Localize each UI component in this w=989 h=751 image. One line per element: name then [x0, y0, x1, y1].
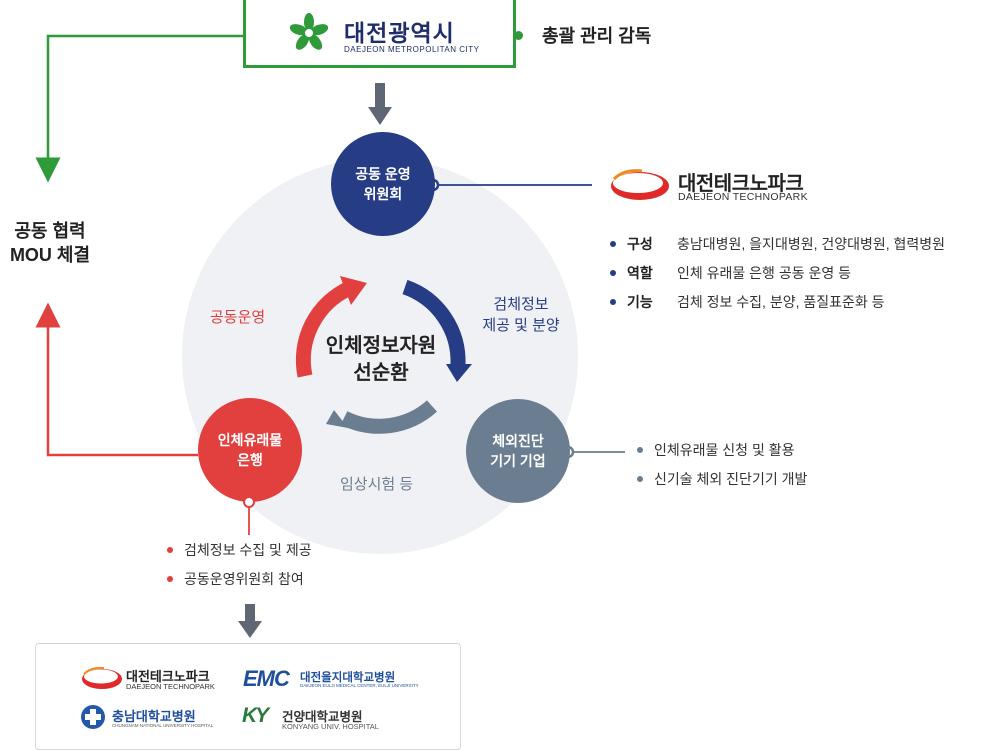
technopark-info-list: 구성 충남대병원, 을지대병원, 건양대병원, 협력병원 역할 인체 유래물 은행 …	[610, 229, 945, 316]
info-value: 인체 유래물 은행 공동 운영 등	[677, 264, 852, 281]
cycle-arrow-red	[295, 276, 367, 378]
bank-item-text: 공동운영위원회 참여	[184, 570, 304, 587]
biobank-node: 인체유래물 은행	[198, 398, 302, 502]
swoosh-logo-icon	[82, 666, 122, 689]
cross-logo-icon	[81, 705, 105, 729]
committee-label-line-2: 위원회	[363, 186, 403, 202]
company-role-list: 인체유래물 신청 및 활용 신기술 체외 진단기기 개발	[637, 435, 807, 493]
list-item: 인체유래물 신청 및 활용	[637, 435, 807, 464]
partner-cnuh-name: 충남대학교병원	[112, 709, 196, 724]
cycle-arrow-navy	[402, 279, 472, 382]
cycle-arrow-slate	[326, 400, 438, 434]
committee-label-line-1: 공동 운영	[355, 166, 411, 182]
center-title-line-2: 선순환	[353, 362, 409, 384]
info-value: 충남대병원, 을지대병원, 건양대병원, 협력병원	[677, 235, 946, 252]
city-name-en: DAEJEON METROPOLITAN CITY	[344, 45, 480, 54]
star-flower-logo-icon	[289, 13, 329, 50]
label-supply-line-2: 제공 및 분양	[482, 317, 560, 334]
mou-red-connector	[35, 302, 198, 457]
list-item: 구성 충남대병원, 을지대병원, 건양대병원, 협력병원	[610, 229, 945, 258]
biobank-label-line-1: 인체유래물	[217, 432, 283, 448]
daejeon-city-box: 대전광역시 DAEJEON METROPOLITAN CITY	[243, 0, 516, 68]
arrow-down-icon	[238, 604, 262, 638]
partner-emc-name: 대전을지대학교병원	[300, 672, 396, 684]
biobank-label-line-2: 은행	[237, 452, 263, 468]
company-label-line-1: 체외진단	[492, 433, 544, 449]
city-role-note: 총괄 관리 감독	[542, 26, 652, 46]
center-title-line-1: 인체정보자원	[325, 335, 437, 357]
info-value: 검체 정보 수집, 분양, 품질표준화 등	[677, 293, 885, 310]
cycle-center-title: 인체정보자원 선순환	[311, 333, 451, 387]
list-item: 기능 검체 정보 수집, 분양, 품질표준화 등	[610, 287, 945, 316]
city-name: 대전광역시	[344, 20, 455, 46]
partner-emc-sub: DAEJEON EULJI MEDICAL CENTER, EULJI UNIV…	[300, 683, 419, 688]
emc-mark: EMC	[243, 666, 290, 691]
partner-logos-box: 대전테크노파크 DAEJEON TECHNOPARK EMC 대전을지대학교병원…	[35, 643, 461, 750]
mou-label-line-1: 공동 협력	[14, 221, 86, 241]
mou-label: 공동 협력 MOU 체결	[2, 219, 98, 267]
label-specimen-supply: 검체정보 제공 및 분양	[473, 294, 569, 336]
list-item: 검체정보 수집 및 제공	[167, 535, 312, 564]
list-item: 신기술 체외 진단기기 개발	[637, 464, 807, 493]
company-label-line-2: 기기 기업	[490, 453, 546, 469]
bank-connector-dot	[243, 496, 255, 508]
committee-node: 공동 운영 위원회	[331, 132, 435, 236]
arrow-down-icon	[368, 83, 392, 125]
partner-technopark-name: 대전테크노파크	[126, 669, 210, 684]
city-note-dot	[514, 31, 523, 40]
list-item: 역할 인체 유래물 은행 공동 운영 등	[610, 258, 945, 287]
technopark-name: 대전테크노파크	[678, 173, 804, 195]
mou-green-connector	[35, 34, 243, 183]
partner-cnuh-sub: CHUNGNAM NATIONAL UNIVERSITY HOSPITAL	[112, 723, 214, 728]
info-key: 역할	[627, 264, 653, 281]
label-joint-operation: 공동운영	[210, 309, 266, 326]
ivd-company-node: 체외진단 기기 기업	[466, 399, 570, 503]
info-key: 구성	[627, 235, 653, 252]
technopark-name-en: DAEJEON TECHNOPARK	[678, 191, 808, 203]
company-item-text: 신기술 체외 진단기기 개발	[654, 470, 808, 487]
label-supply-line-1: 검체정보	[493, 296, 549, 313]
mou-label-line-2: MOU 체결	[9, 245, 91, 265]
partner-konyang-name: 건양대학교병원	[282, 710, 363, 724]
konyang-mark: KY	[242, 704, 269, 727]
swoosh-logo-icon	[611, 169, 669, 200]
bank-item-text: 검체정보 수집 및 제공	[184, 541, 312, 558]
partner-konyang-sub: KONYANG UNIV. HOSPITAL	[282, 722, 379, 731]
biobank-role-list: 검체정보 수집 및 제공 공동운영위원회 참여	[167, 535, 312, 593]
list-item: 공동운영위원회 참여	[167, 564, 312, 593]
company-item-text: 인체유래물 신청 및 활용	[654, 441, 795, 458]
partner-technopark-sub: DAEJEON TECHNOPARK	[126, 682, 215, 691]
label-clinical-trial: 임상시험 등	[340, 476, 414, 493]
info-key: 기능	[627, 293, 653, 310]
